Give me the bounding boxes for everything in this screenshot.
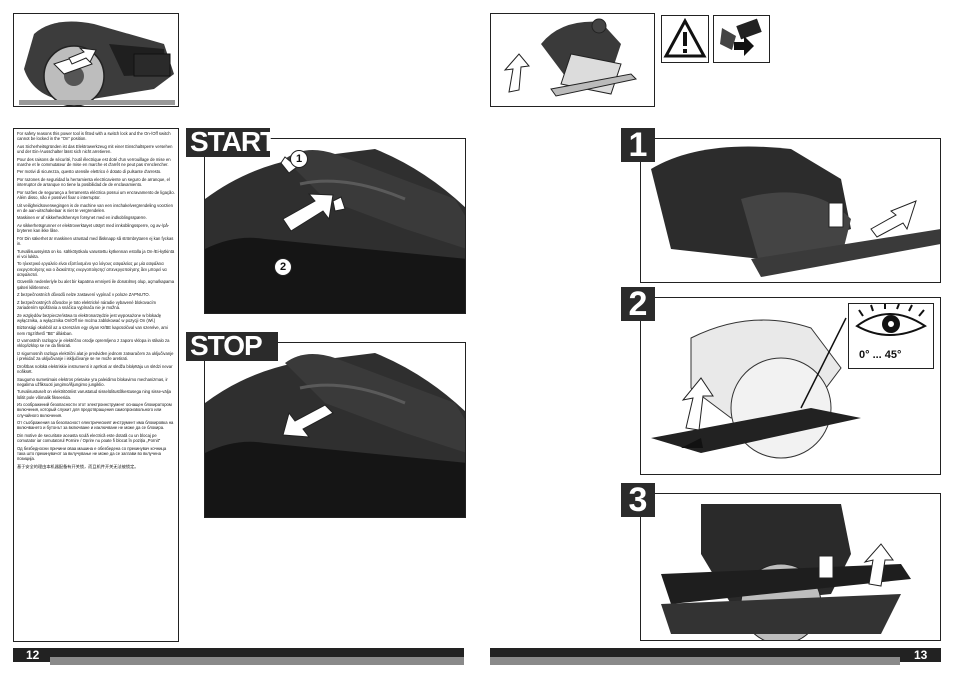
remove-battery-icon — [713, 15, 770, 63]
safety-paragraph: Maskinen er af sikkerhedshensyn forsynet… — [17, 215, 147, 221]
safety-paragraph: Z bezpečnostních důvodů nelze zastavení … — [17, 292, 150, 298]
page-number-left: 12 — [26, 648, 40, 662]
safety-paragraph: Güvenlik nedenleriyle bu alet bir kapatm… — [17, 279, 175, 290]
start-banner: START — [186, 126, 277, 157]
safety-paragraph: Pour des raisons de sécurité, l'outil él… — [17, 156, 171, 167]
start-label: START — [190, 126, 277, 157]
safety-paragraph: Turvalisustuselt on elektritööriist varu… — [17, 389, 171, 400]
safety-paragraph: Ze względów bezpieczeństwa to elektronar… — [17, 312, 162, 323]
safety-paragraph: 基于安全的理由本机器配备有开关锁，而且机件开关无法被锁定。 — [17, 463, 139, 469]
circular-saw-drawing — [14, 14, 178, 106]
safety-paragraph: Aus Sicherheitsgründen ist das Elektrowe… — [17, 143, 173, 154]
step-1-illustration — [640, 138, 941, 283]
safety-paragraph: Од безбедносни причини оваа машина е обе… — [17, 445, 167, 462]
saw-handle-stop-drawing — [205, 343, 465, 517]
step-1-number: 1 — [621, 128, 655, 162]
warning-triangle-icon — [661, 15, 709, 63]
bevel-angle-box: 0° ... 45° — [848, 303, 934, 369]
safety-paragraph: Saugumo sumetimais elektros prietaise yr… — [17, 376, 168, 387]
safety-paragraph: Iz sigurnosnih razloga električni alat j… — [17, 350, 174, 362]
safety-paragraph: Iz varnostnih razlogov je električno oro… — [17, 338, 170, 349]
safety-paragraph: Из соображений безопасности этот электро… — [17, 402, 172, 418]
safety-paragraph: Din motive de securitate aceasta sculă e… — [17, 432, 161, 444]
callout-1: 1 — [290, 150, 308, 168]
step-2-illustration: 0° ... 45° — [640, 297, 941, 475]
safety-paragraph: Drošības nolūkā elektriskie instrumenti … — [17, 363, 173, 374]
safety-paragraph: For safety reasons this power tool is fi… — [17, 131, 171, 142]
safety-text-column: For safety reasons this power tool is fi… — [13, 128, 179, 642]
saw-handle-start-drawing — [205, 139, 465, 313]
safety-paragraph: Uit veiligheidsoverwegingen is de machin… — [17, 202, 173, 213]
stop-banner: STOP — [186, 330, 278, 361]
page-number-right: 13 — [914, 648, 928, 662]
safety-paragraph: Biztonsági okokból az a szerszám egy oly… — [17, 325, 168, 336]
step-2-number: 2 — [621, 287, 655, 321]
saw-base-lock-drawing — [641, 494, 940, 640]
safety-paragraph: Per motivi di sicurezza, questo utensile… — [17, 169, 162, 175]
step-3-illustration — [640, 493, 941, 641]
safety-paragraph: Por razões de segurança a ferramenta elé… — [17, 189, 175, 200]
saw-depth-lever-drawing — [641, 139, 940, 282]
bevel-overview-illustration — [490, 13, 655, 107]
safety-paragraph: Av sikkerhetsgrunner er elektroverktøyet… — [17, 222, 170, 234]
safety-paragraph: För Din säkerhet är maskinen utrustad me… — [17, 235, 174, 246]
start-illustration — [204, 138, 466, 314]
callout-2: 2 — [274, 258, 292, 276]
safety-paragraph: Το ηλεκτρικό εργαλείο είναι εξοπλισμένο … — [17, 261, 167, 277]
eye-icon — [855, 303, 927, 336]
left-footer-grey — [50, 657, 464, 665]
stop-illustration — [204, 342, 466, 518]
safety-paragraph: Por razones de seguridad la herramienta … — [17, 176, 170, 188]
bevel-range-label: 0° ... 45° — [859, 349, 902, 361]
right-footer-grey — [490, 657, 900, 665]
safety-paragraph: Turvallisuussyistä on ko. sähkötyökalu v… — [17, 248, 175, 259]
step-3-number: 3 — [621, 483, 655, 517]
saw-bevel-drawing — [491, 14, 654, 106]
saw-overview-illustration — [13, 13, 179, 107]
safety-paragraph: Z bezpečnostných dôvodov je toto elektri… — [17, 299, 156, 310]
safety-paragraph: От съображения за безопасност електричес… — [17, 420, 174, 431]
stop-label: STOP — [190, 330, 263, 361]
